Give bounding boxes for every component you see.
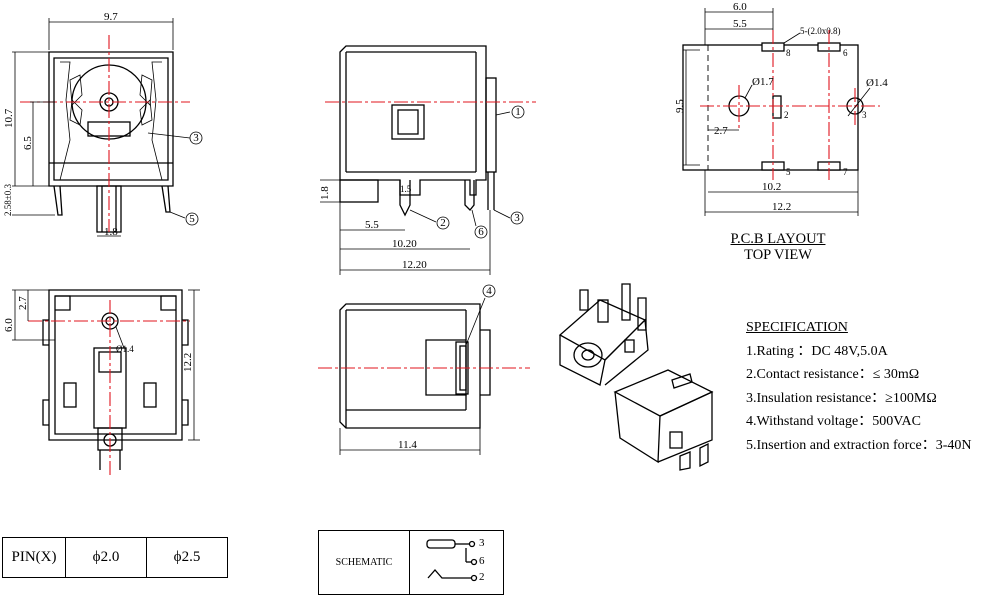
dim-pcb-122: 12.2	[772, 201, 791, 213]
callout-1: 1	[515, 106, 521, 118]
dim-front-width: 9.7	[104, 11, 118, 23]
isometric-view-front	[558, 283, 649, 386]
pcb-layout-heading: P.C.B LAYOUT	[730, 231, 826, 247]
side-view: 1.8 1.5 5.5 10.20 12.20 1 2 3 6	[319, 45, 536, 275]
dim-bottom-b: 6.0	[3, 318, 15, 332]
pin-table-header: PIN(X)	[2, 537, 66, 578]
pcb-pin-2: 2	[784, 110, 789, 120]
schematic-label: SCHEMATIC	[319, 531, 410, 594]
spec-item-contact-resistance: 2.Contact resistance：≤ 30mΩ	[746, 367, 920, 382]
schematic-pin-2: 2	[479, 571, 485, 583]
dim-front-pin: 1.8	[104, 226, 118, 238]
spec-item-rating: 1.Rating ：DC 48V,5.0A	[746, 343, 888, 359]
specification-block: SPECIFICATION 1.Rating ：DC 48V,5.0A 2.Co…	[746, 316, 971, 457]
dim-side-pin-height: 1.8	[319, 186, 331, 200]
dim-bottom-hole: Ø1.4	[116, 344, 134, 354]
pcb-pin-7: 7	[843, 167, 848, 177]
dim-pcb-55: 5.5	[733, 18, 747, 30]
dim-pcb-pads: 5-(2.0x0.8)	[800, 26, 841, 36]
schematic-pin-6: 6	[479, 555, 485, 567]
dim-pcb-hole17: Ø1.7	[752, 76, 774, 88]
spec-item-insulation-resistance: 3.Insulation resistance：≥100MΩ	[746, 390, 937, 406]
callout-4: 4	[486, 285, 492, 297]
specification-title: SPECIFICATION	[746, 320, 848, 335]
spec-item-insertion-force: 5.Insertion and extraction force：3-40N	[746, 437, 972, 453]
dim-pcb-102: 10.2	[762, 181, 781, 193]
schematic-pin-3: 3	[479, 537, 485, 549]
dim-side-a: 5.5	[365, 219, 379, 231]
dim-front-center: 6.5	[22, 136, 34, 150]
callout-5: 5	[189, 213, 195, 225]
pcb-layout-title: P.C.B LAYOUT TOP VIEW	[720, 231, 836, 263]
callout-6: 6	[478, 226, 484, 238]
dim-pcb-hole14: Ø1.4	[866, 77, 888, 89]
front-view: 9.7 10.7 6.5 2.58±0.3 1.8 3	[3, 11, 203, 238]
pin-table: PIN(X) ϕ2.0 ϕ2.5	[2, 537, 228, 578]
callout-2: 2	[440, 217, 446, 229]
pcb-pin-5: 5	[786, 167, 791, 177]
dim-side-pin-gap: 1.5	[400, 184, 412, 194]
dim-side-c: 12.20	[402, 259, 427, 271]
isometric-view-back	[613, 369, 714, 471]
pin-table-col1: ϕ2.0	[65, 537, 147, 578]
pin-table-col2: ϕ2.5	[146, 537, 228, 578]
spec-item-withstand-voltage: 4.Withstand voltage：500VAC	[746, 414, 921, 429]
pcb-layout-subtitle: TOP VIEW	[744, 247, 812, 263]
dim-side-b: 10.20	[392, 238, 417, 250]
dim-pcb-95: 9.5	[674, 99, 686, 113]
pcb-pin-8: 8	[786, 48, 791, 58]
callout-3-side: 3	[514, 212, 520, 224]
dim-front-height: 10.7	[3, 108, 15, 128]
dim-bottom-total: 12.2	[182, 353, 194, 372]
top-view: 11.4 4	[318, 284, 530, 455]
dim-pcb-60: 6.0	[733, 1, 747, 13]
dim-top-length: 11.4	[398, 439, 417, 451]
dim-front-bottom: 2.58±0.3	[3, 184, 13, 216]
dim-pcb-27: 2.7	[714, 125, 728, 137]
pcb-layout-view: 6.0 5.5 5-(2.0x0.8) Ø1.7 Ø1.4 9.5 2.7 10…	[674, 1, 888, 216]
bottom-view: 2.7 6.0 Ø1.4 12.2	[3, 289, 200, 475]
schematic-symbol	[426, 539, 478, 582]
schematic-box: SCHEMATIC 3 6 2	[318, 530, 504, 595]
callout-3-front: 3	[193, 132, 199, 144]
dim-bottom-a: 2.7	[17, 296, 29, 310]
pcb-pin-3: 3	[862, 110, 867, 120]
pin-table-row: PIN(X) ϕ2.0 ϕ2.5	[2, 537, 228, 578]
pcb-pin-6: 6	[843, 48, 848, 58]
